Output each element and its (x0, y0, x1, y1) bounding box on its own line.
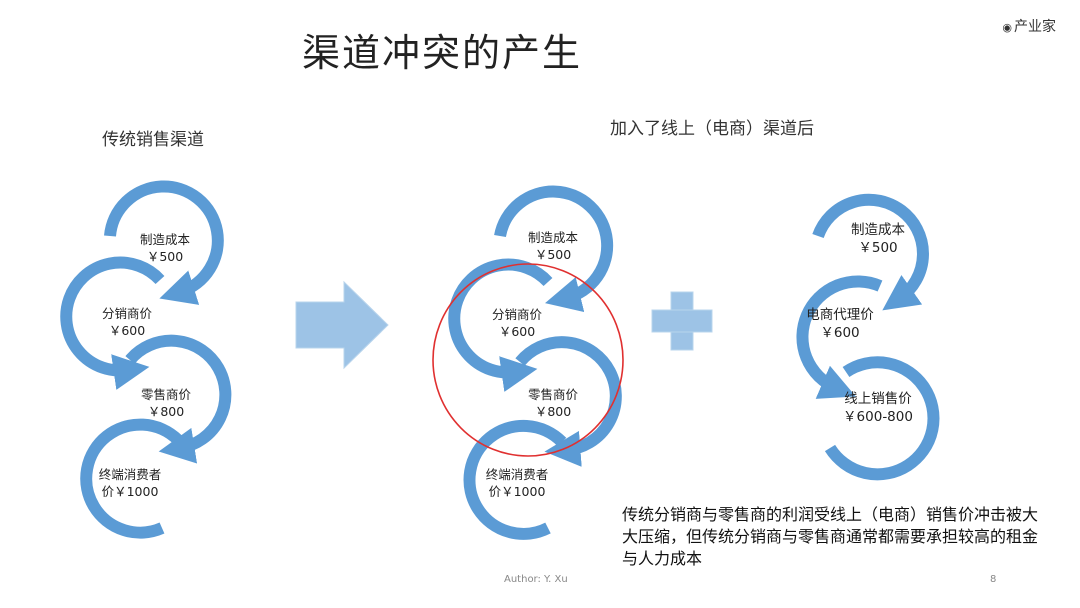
left-node-retailer: 零售商价 ￥800 (141, 386, 191, 420)
left-node-1-price: ￥500 (146, 249, 184, 264)
online-node-ecommerce-agent: 电商代理价 ￥600 (806, 306, 874, 342)
middle-node-manufacturing: 制造成本 ￥500 (528, 229, 578, 263)
online-node-3-label: 线上销售价 (844, 391, 912, 407)
middle-node-consumer: 终端消费者 价￥1000 (486, 466, 549, 500)
left-arc-3 (125, 334, 232, 464)
left-node-4-price: 价￥1000 (101, 484, 159, 499)
left-node-1-label: 制造成本 (139, 232, 191, 247)
left-node-2-price: ￥600 (108, 323, 146, 338)
online-node-manufacturing: 制造成本 ￥500 (851, 221, 905, 257)
online-node-2-price: ￥600 (820, 325, 860, 341)
left-arc-4 (80, 418, 183, 539)
page-number: 8 (990, 574, 997, 585)
left-node-2-label: 分销商价 (101, 306, 153, 321)
middle-node-1-price: ￥500 (534, 247, 572, 262)
left-chain (60, 180, 232, 539)
middle-arc-1 (494, 185, 614, 313)
middle-arc-4 (463, 419, 567, 540)
left-arc-1 (104, 180, 224, 305)
online-node-2-label: 电商代理价 (806, 307, 874, 323)
left-node-3-price: ￥800 (147, 404, 185, 419)
left-node-3-label: 零售商价 (140, 387, 192, 402)
online-chain (796, 193, 940, 481)
watermark-icon: ◉ (1002, 21, 1012, 34)
watermark-text: 产业家 (1014, 19, 1056, 35)
online-node-1-label: 制造成本 (851, 222, 905, 238)
plus-icon (651, 291, 713, 351)
middle-node-4-price: 价￥1000 (488, 484, 546, 499)
online-node-online-sale: 线上销售价 ￥600-800 (843, 390, 913, 426)
middle-node-3-price: ￥800 (534, 404, 572, 419)
middle-node-retailer: 零售商价 ￥800 (528, 386, 578, 420)
middle-arc-2 (448, 258, 553, 392)
watermark: ◉产业家 (1002, 16, 1056, 36)
middle-node-4-label: 终端消费者 (485, 467, 549, 482)
middle-node-distributor: 分销商价 ￥600 (492, 306, 542, 340)
big-right-arrow-icon (295, 280, 389, 370)
right-panel-heading: 加入了线上（电商）渠道后 (610, 119, 814, 139)
left-node-distributor: 分销商价 ￥600 (102, 305, 152, 339)
highlight-circle (432, 263, 624, 457)
left-node-consumer: 终端消费者 价￥1000 (99, 466, 162, 500)
middle-node-2-label: 分销商价 (491, 307, 543, 322)
online-arc-2 (796, 275, 883, 399)
slide-title: 渠道冲突的产生 (302, 31, 583, 75)
online-node-3-price: ￥600-800 (843, 409, 913, 425)
conflict-note: 传统分销商与零售商的利润受线上（电商）销售价冲击被大大压缩，但传统分销商与零售商… (622, 505, 1039, 568)
middle-node-3-label: 零售商价 (527, 387, 579, 402)
left-panel-heading: 传统销售渠道 (102, 130, 204, 150)
online-node-1-price: ￥500 (858, 240, 898, 256)
middle-arc-3 (515, 336, 622, 467)
left-node-4-label: 终端消费者 (98, 467, 162, 482)
left-arc-2 (60, 256, 165, 390)
middle-node-1-label: 制造成本 (527, 230, 579, 245)
left-node-manufacturing: 制造成本 ￥500 (140, 231, 190, 265)
footer-author: Author: Y. Xu (504, 574, 568, 585)
online-arc-3 (824, 356, 940, 481)
online-arc-1 (812, 193, 929, 311)
middle-node-2-price: ￥600 (498, 324, 536, 339)
middle-chain (448, 185, 622, 540)
